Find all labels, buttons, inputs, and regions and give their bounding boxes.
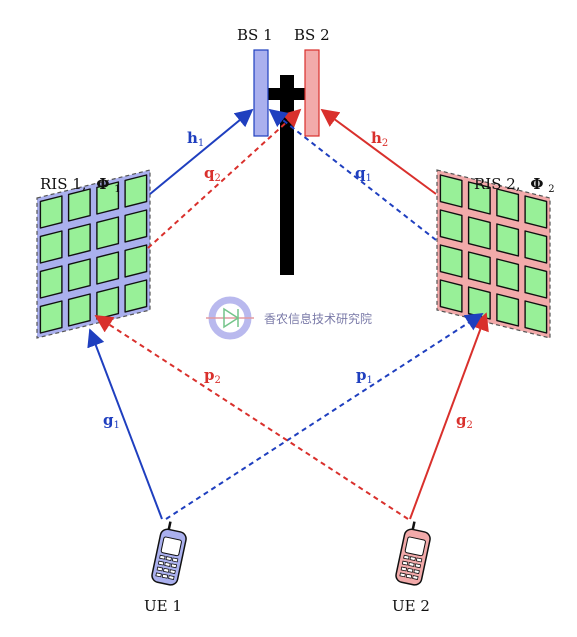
ris2-panel [436,169,551,339]
bs1-antenna [253,49,269,137]
link-h2-arrow [320,108,437,195]
ris2-element [467,286,491,320]
ris1-element [96,286,120,320]
ris1-element [67,293,91,327]
ris2-element [524,300,548,334]
bs2-antenna [304,49,320,137]
ris2-elements [439,174,548,334]
ris2-element [467,251,491,285]
link-g1-arrow [87,328,163,520]
ris1-element [124,174,148,208]
label-g1: g1 [103,411,120,431]
link-g2-arrow [409,312,489,520]
ris2-surface [436,169,551,339]
ris1-panel [36,169,151,339]
ris2-element [496,188,520,222]
ris1-element [67,188,91,222]
ris2-label: RIS 2, Φ 2 [474,175,555,195]
ris1-element [39,195,63,229]
ris1-element [124,244,148,278]
ris1-label: RIS 1, Φ 1 [40,175,121,195]
ris2-element [524,265,548,299]
ris1-surface [36,169,151,339]
ris1-element [67,258,91,292]
ris1-element [67,223,91,257]
ue1-phone-icon [151,521,187,586]
label-p2: p2 [204,366,221,386]
bs2-label: BS 2 [294,26,330,44]
watermark-diode-icon [223,307,240,329]
ris2-element [496,293,520,327]
ris2-element [439,279,463,313]
bs1-label: BS 1 [237,26,273,44]
label-h2: h2 [371,129,388,149]
label-q2: q2 [204,164,221,184]
ris1-element [124,279,148,313]
watermark: 香农信息技术研究院 [206,296,372,340]
watermark-text: 香农信息技术研究院 [264,311,372,326]
link-q2-arrow [147,108,302,249]
ris2-element [467,181,491,215]
link-h1-arrow [149,108,254,195]
link-p1-arrow [165,313,484,520]
label-p1: p1 [356,366,373,386]
label-q1: q1 [355,164,372,184]
ue2-phone-icon [395,521,431,586]
base-station-tower [268,75,306,275]
ris1-element [96,216,120,250]
tower-crossbar [268,88,306,100]
ris1-element [39,300,63,334]
ris2-element [524,195,548,229]
ris2-element [439,174,463,208]
ris2-element [496,223,520,257]
ris1-element [39,230,63,264]
ris1-element [39,265,63,299]
link-q1-arrow [268,108,437,241]
ris1-element [96,251,120,285]
ris2-element [439,244,463,278]
ris1-elements [39,174,148,334]
ris1-element [124,209,148,243]
ris2-element [439,209,463,243]
label-h1: h1 [187,129,204,149]
ris2-element [467,216,491,250]
ris2-element [524,230,548,264]
ue2-label: UE 2 [392,597,430,615]
tower-mast [280,75,294,275]
link-p2-arrow [94,315,409,520]
label-g2: g2 [456,411,473,431]
ris1-element [96,181,120,215]
ue1-label: UE 1 [144,597,182,615]
ris2-element [496,258,520,292]
